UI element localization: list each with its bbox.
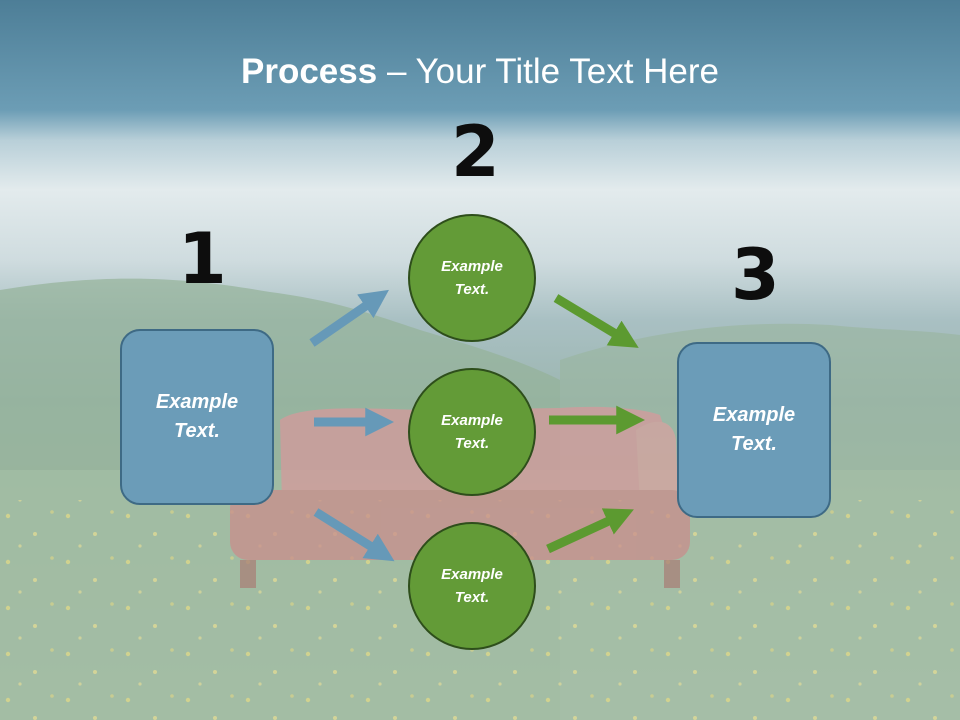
step-number-3: 3 (731, 234, 780, 316)
arrow-left-to-bottom (313, 508, 395, 562)
circle-bottom-text: Example Text. (441, 566, 503, 606)
circle-middle-text: Example Text. (441, 412, 503, 452)
circle-top-text: Example Text. (441, 258, 503, 298)
step-number-1: 1 (178, 218, 227, 300)
slide-title: Process – Your Title Text Here (0, 52, 960, 92)
arrow-bottom-to-right (546, 508, 634, 554)
left-text-box: Example Text. (120, 329, 274, 505)
right-box-text: Example Text. (712, 404, 796, 455)
left-box-text: Example Text. (155, 391, 239, 442)
circle-bottom: Example Text. (408, 522, 536, 650)
arrow-top-to-right (553, 294, 639, 348)
title-rest: – Your Title Text Here (377, 52, 719, 91)
circle-middle: Example Text. (408, 368, 536, 496)
step-number-2: 2 (451, 111, 500, 193)
arrow-left-to-top (309, 289, 389, 347)
right-text-box: Example Text. (677, 342, 831, 518)
title-bold: Process (241, 52, 378, 91)
circle-top: Example Text. (408, 214, 536, 342)
